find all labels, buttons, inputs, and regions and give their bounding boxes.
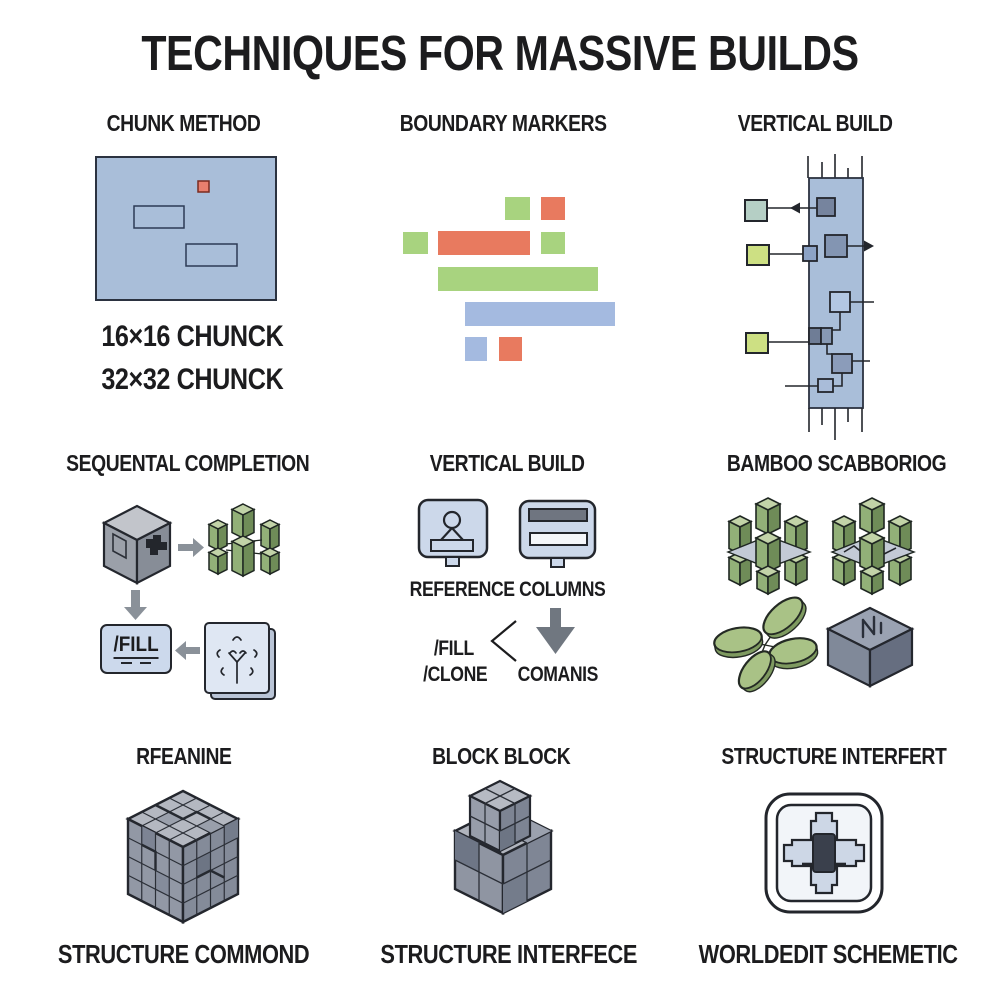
slab-block-icon: [825, 606, 915, 688]
angle-bracket-icon: [490, 620, 517, 662]
reference-columns-icons: [417, 498, 597, 662]
left-arrow-icon: [175, 641, 200, 660]
cursor-dashes: [121, 661, 151, 664]
bamboo-cluster-icon: [830, 497, 916, 596]
heading-boundary-markers: BOUNDARY MARKERS: [399, 110, 607, 136]
heading-chunk-method: CHUNK METHOD: [107, 110, 261, 136]
clone-label: /CLONE: [422, 663, 488, 686]
heading-refine: RFEANINE: [136, 743, 232, 769]
heading-vertical-build-mid: VERTICAL BUILD: [429, 450, 585, 476]
refine-caption: STRUCTURE COMMOND: [58, 939, 310, 969]
schematic-caption: WORLDEDIT SCHEMETIC: [698, 939, 958, 969]
chunk-grid-icon: [95, 156, 277, 301]
layers-icon: [518, 499, 597, 568]
heading-block-block: BLOCK BLOCK: [431, 743, 571, 769]
down-arrow-icon: [536, 608, 575, 654]
voxel-tower-icon: [452, 779, 554, 915]
fill-command-box: /FILL: [100, 624, 172, 674]
heading-bamboo-scaffolding: BAMBOO SCABBORIOG: [727, 450, 947, 476]
chunk-caption-32: 32×32 CHUNCK: [101, 363, 283, 396]
boundary-blocks-icon: [403, 197, 615, 361]
sequential-flow-icon: [101, 503, 281, 700]
column-diagram-icon: [744, 154, 874, 440]
chunk-caption-16: 16×16 CHUNCK: [101, 320, 283, 353]
bamboo-cluster-icon: [726, 497, 812, 596]
down-arrow-icon: [124, 590, 147, 620]
bamboo-cluster-icon: [207, 503, 281, 578]
heading-sequential-completion: SEQUENTAL COMPLETION: [66, 450, 310, 476]
leaf-propeller-icon: [713, 596, 819, 693]
commands-label: COMANIS: [517, 663, 599, 686]
schematic-icon: [764, 792, 884, 914]
fill-label: /FILL: [433, 637, 475, 660]
bamboo-scaffolding-icons: [713, 497, 916, 693]
player-icon: [417, 498, 489, 567]
right-arrow-icon: [178, 538, 204, 557]
reference-columns-caption: REFERENCE COLUMNS: [410, 578, 606, 601]
command-cube-icon: [101, 504, 173, 585]
block-block-caption: STRUCTURE INTERFECE: [380, 939, 637, 969]
tree-block-icon: [204, 622, 276, 700]
page-title: TECHNIQUES FOR MASSIVE BUILDS: [141, 27, 859, 81]
heading-vertical-build-top: VERTICAL BUILD: [737, 110, 893, 136]
voxel-cube-icon: [125, 789, 241, 924]
heading-structure-interfert: STRUCTURE INTERFERT: [721, 743, 947, 769]
